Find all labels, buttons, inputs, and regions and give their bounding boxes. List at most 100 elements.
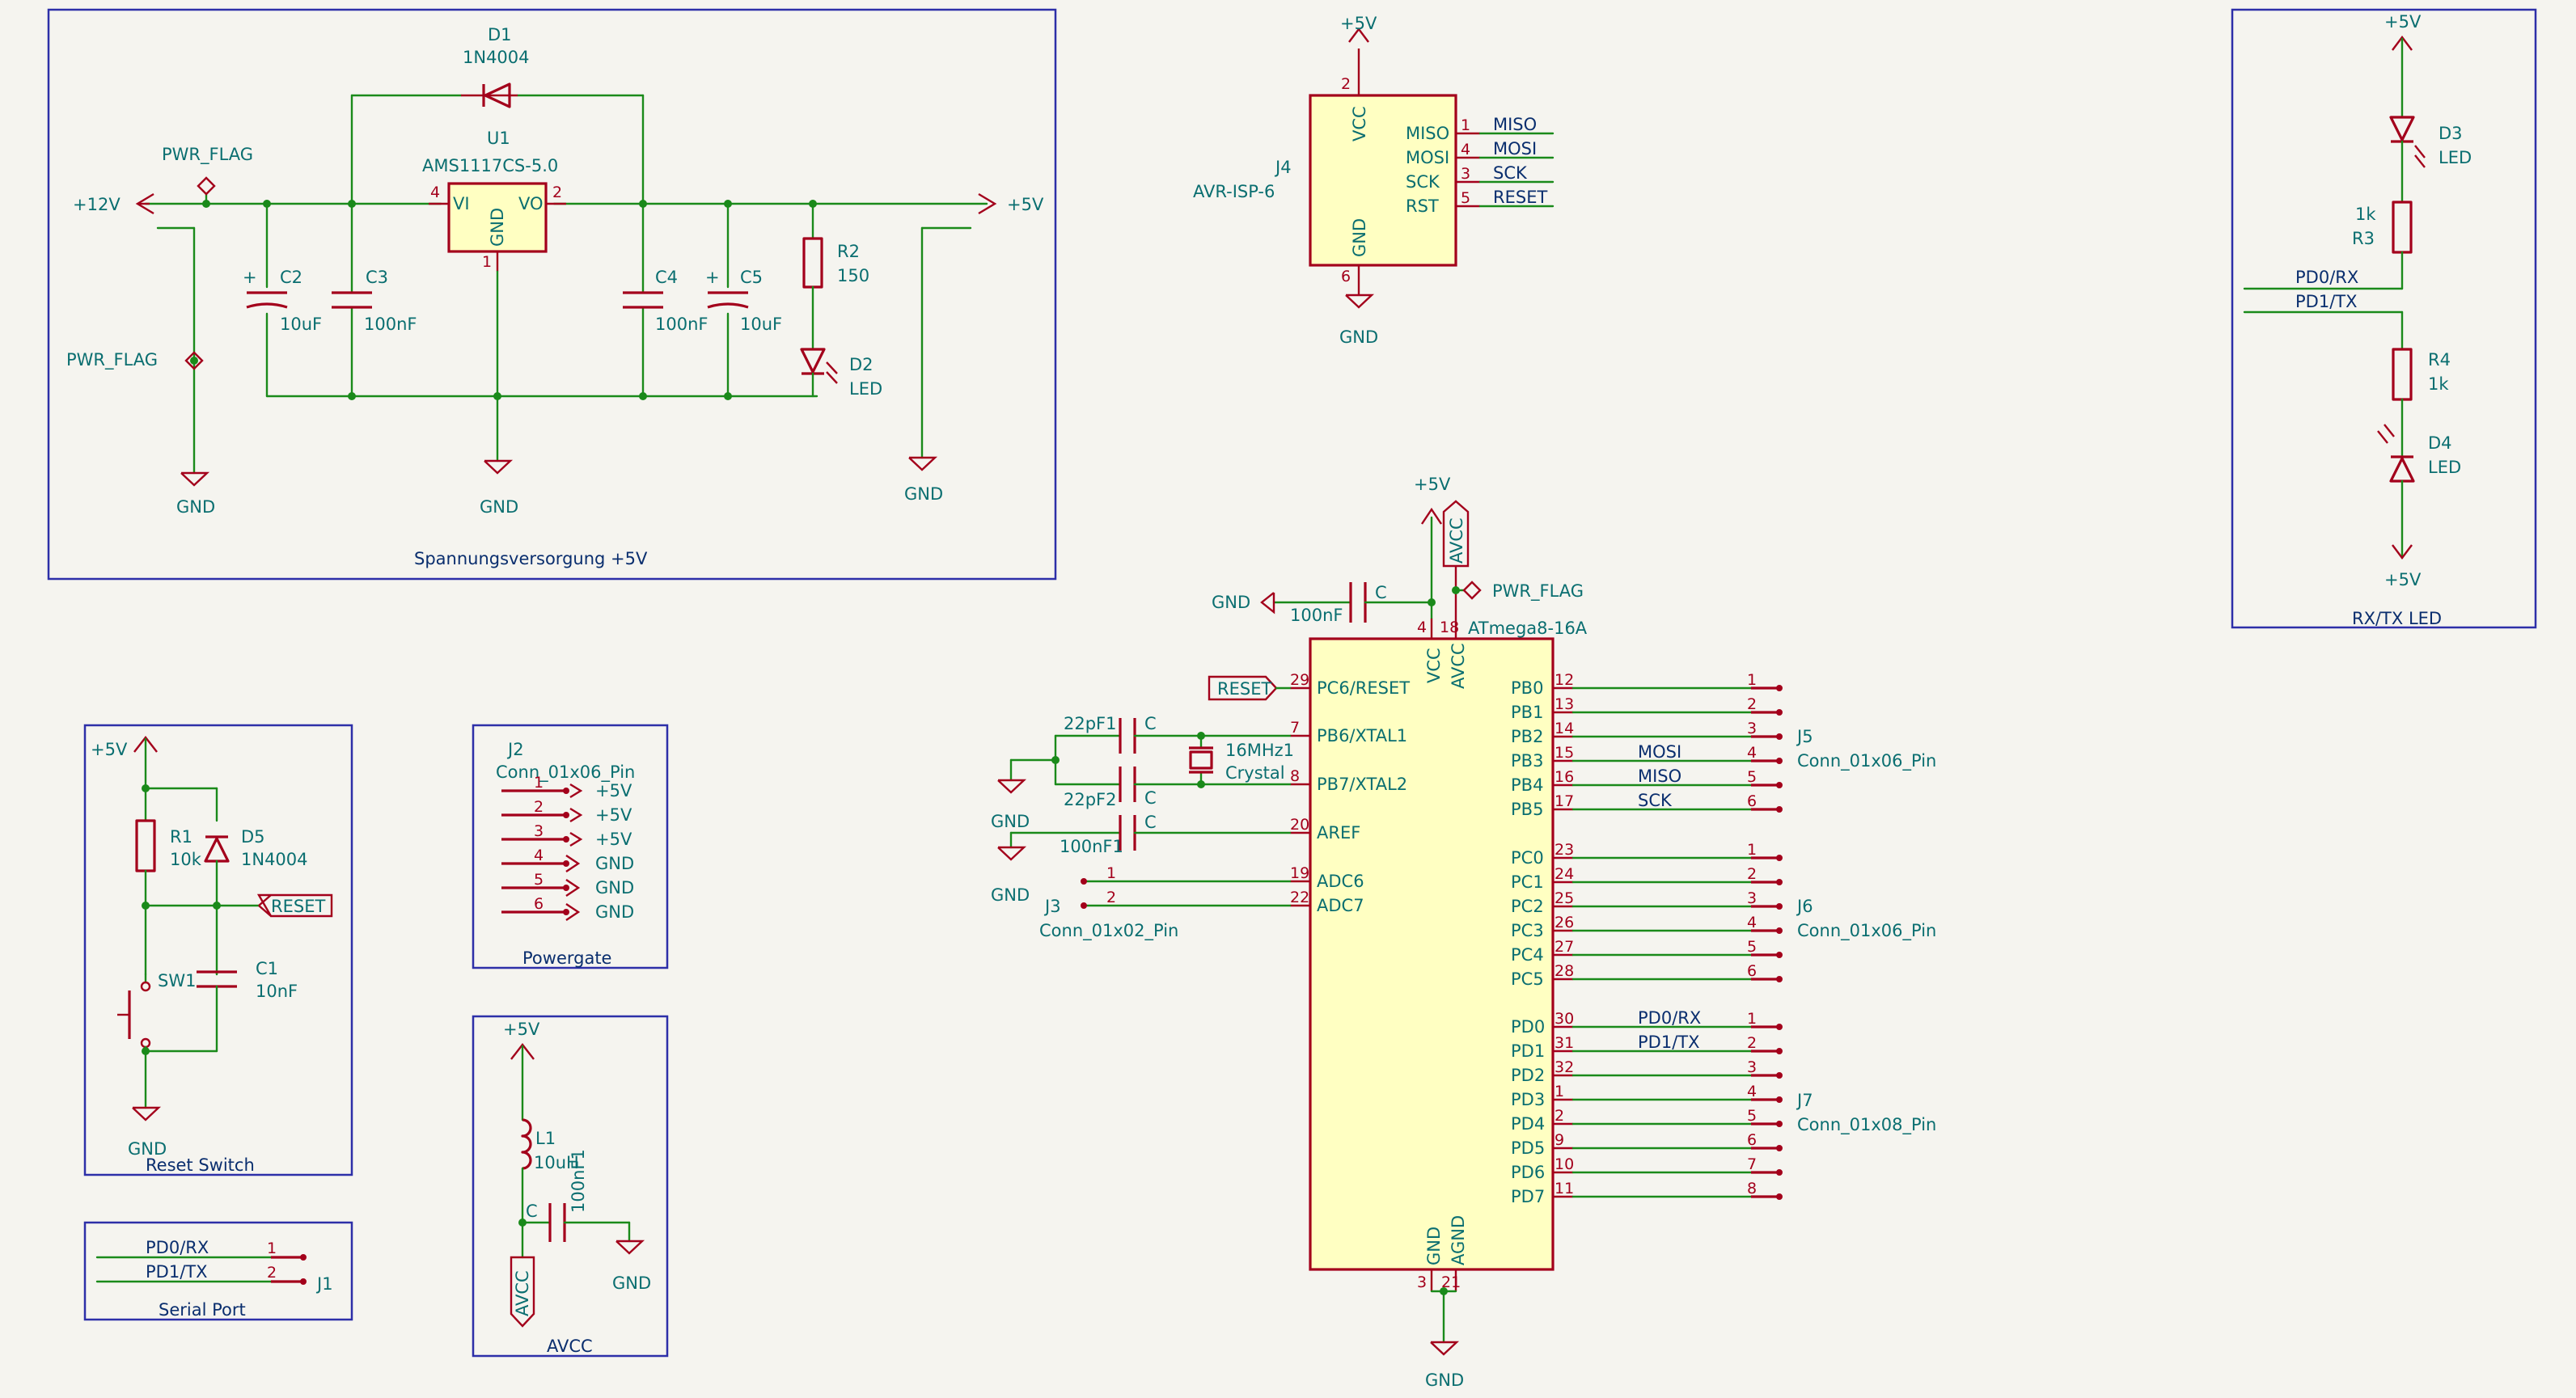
mcu-right-pin-num: 12 [1554, 671, 1574, 689]
j3-val: Conn_01x02_Pin [1039, 921, 1178, 941]
r3-ref: R3 [2352, 229, 2375, 248]
powergate-block-title: Powergate [522, 948, 611, 968]
j3-pin-2: 2 [1106, 889, 1116, 906]
mcu-right-pin-name: PC5 [1511, 969, 1544, 989]
power-block-title: Spannungsversorgung +5V [414, 549, 648, 568]
d5-diode-icon [204, 837, 230, 863]
pwr-flag-2-label: PWR_FLAG [66, 350, 158, 370]
mcu-right-pin-name: PD3 [1511, 1090, 1545, 1109]
mcu-pin-agnd-num: 21 [1441, 1273, 1461, 1291]
mcu-gnd-aref: GND [991, 885, 1030, 905]
d4-val: LED [2428, 458, 2461, 477]
j2-pin-net: +5V [595, 781, 632, 800]
mcu-right-pin-name: PC3 [1511, 921, 1544, 940]
isp-pin-vcc: VCC [1350, 106, 1369, 141]
u1-pin-vi-num: 4 [430, 184, 440, 201]
j7-val: Conn_01x08_Pin [1797, 1115, 1936, 1135]
mcu-left-pin-name: PB6/XTAL1 [1317, 726, 1407, 745]
r4-ref: R4 [2428, 350, 2451, 370]
mcu-right-pin-name: PB0 [1511, 678, 1543, 698]
isp-pin-gnd-num: 6 [1341, 268, 1351, 285]
rxtx-plus5-bottom: +5V [2384, 570, 2422, 589]
mcu-left-pin-num: 22 [1290, 889, 1309, 906]
mcu-left-pin-name: PC6/RESET [1317, 678, 1410, 698]
mcu-right-pin-num: 10 [1554, 1155, 1574, 1173]
connector-pin-num: 6 [1747, 1131, 1757, 1149]
gnd-icon [132, 1106, 162, 1121]
mcu-cap-ref: C [1375, 583, 1387, 602]
serial-pin-1: 1 [267, 1240, 277, 1257]
l1-inductor [521, 1118, 532, 1170]
mcu-gnd-xtal: GND [991, 812, 1030, 831]
isp-pin-num: 5 [1461, 189, 1470, 207]
u1-val: AMS1117CS-5.0 [422, 156, 558, 175]
reset-block-title: Reset Switch [146, 1155, 255, 1175]
sw1-ref: SW1 [158, 971, 196, 990]
serial-block-frame [83, 1221, 353, 1321]
j2-pin-num: 6 [534, 895, 544, 913]
xtal-ref: 16MHz1 [1225, 741, 1294, 760]
j2-pin-net: +5V [595, 830, 632, 849]
mcu-plus5: +5V [1414, 475, 1451, 494]
c-xtal2-ref: C [1144, 788, 1157, 808]
u1-pin-gnd-num: 1 [482, 253, 492, 271]
reset-tag-shape [256, 893, 333, 918]
mcu-right-pin-num: 16 [1554, 768, 1574, 786]
isp-pin-num: 3 [1461, 165, 1470, 183]
r4-resistor [2392, 348, 2413, 401]
mcu-pin-avcc-num: 18 [1440, 619, 1459, 636]
avcc-circuit: +5V L1 10uH GND C 100nF1 AVCC [503, 1020, 651, 1328]
mcu-left-pin-name: ADC7 [1317, 896, 1364, 915]
u1-pin-vi: VI [453, 194, 470, 213]
svg-text:+: + [705, 268, 720, 287]
mcu-pin-vcc: VCC [1424, 648, 1444, 683]
mcu-left-pin-name: PB7/XTAL2 [1317, 775, 1407, 794]
connector-pin-num: 2 [1747, 865, 1757, 883]
mcu-right-pin-num: 24 [1554, 865, 1574, 883]
serial-net-rx: PD0/RX [146, 1238, 209, 1257]
gnd-icon [565, 879, 581, 897]
u1-ref: U1 [487, 129, 510, 148]
mcu-right-pin-num: 23 [1554, 841, 1574, 859]
mcu-ref: ATmega8-16A [1468, 619, 1588, 638]
u1-pin-gnd: GND [488, 208, 507, 247]
connector-pin-num: 4 [1747, 914, 1757, 931]
gnd-icon [484, 459, 514, 475]
pwr-flag-1-label: PWR_FLAG [162, 145, 253, 165]
rxtx-block-frame [2231, 8, 2537, 629]
r2-val: 150 [837, 266, 869, 285]
c1-val: 10nF [256, 982, 298, 1001]
mcu-right-pin-num: 30 [1554, 1010, 1574, 1028]
mcu-right-pin-num: 17 [1554, 792, 1574, 810]
connector-pin-num: 3 [1747, 720, 1757, 737]
avcc-block-frame [472, 1015, 669, 1358]
mcu-right-pin-num: 14 [1554, 720, 1574, 737]
connector-net-label: PD0/RX [1638, 1008, 1701, 1028]
d2-val: LED [849, 379, 882, 399]
mcu-right-pin-name: PD5 [1511, 1138, 1545, 1158]
r1-val: 10k [170, 850, 202, 869]
c4-val: 100nF [655, 315, 708, 334]
power-arrow-icon [569, 783, 583, 799]
mcu-pin-gnd-num: 3 [1417, 1273, 1427, 1291]
connector-pin-num: 2 [1747, 695, 1757, 713]
connector-pin-num: 2 [1747, 1034, 1757, 1052]
mcu-right-pin-name: PC1 [1511, 872, 1544, 892]
mcu-left-pin-num: 19 [1290, 864, 1309, 882]
mcu-right-pin-name: PD7 [1511, 1187, 1545, 1206]
c5-ref: C5 [740, 268, 763, 287]
j2-pin-num: 1 [534, 774, 544, 792]
serial-pin-2: 2 [267, 1264, 277, 1282]
d4-led-icon [2389, 457, 2415, 483]
rxtx-led-circuit: +5V D3 LED 1k R3 PD0/RX PD1/TX R4 1k D4 … [2243, 12, 2472, 589]
connector-pin-num: 4 [1747, 744, 1757, 762]
power-arrow-icon [569, 807, 583, 823]
r3-val: 1k [2355, 205, 2376, 224]
mcu-left-pin-list: PC6/RESET29PB6/XTAL17PB7/XTAL28AREF20ADC… [1290, 671, 1410, 915]
j4-ref: J4 [1274, 158, 1292, 177]
connector-net-label: SCK [1638, 791, 1673, 810]
isp-pin-name: MOSI [1406, 148, 1449, 167]
isp-pin-net: MISO [1493, 115, 1537, 134]
reset-tag: RESET [271, 897, 325, 916]
